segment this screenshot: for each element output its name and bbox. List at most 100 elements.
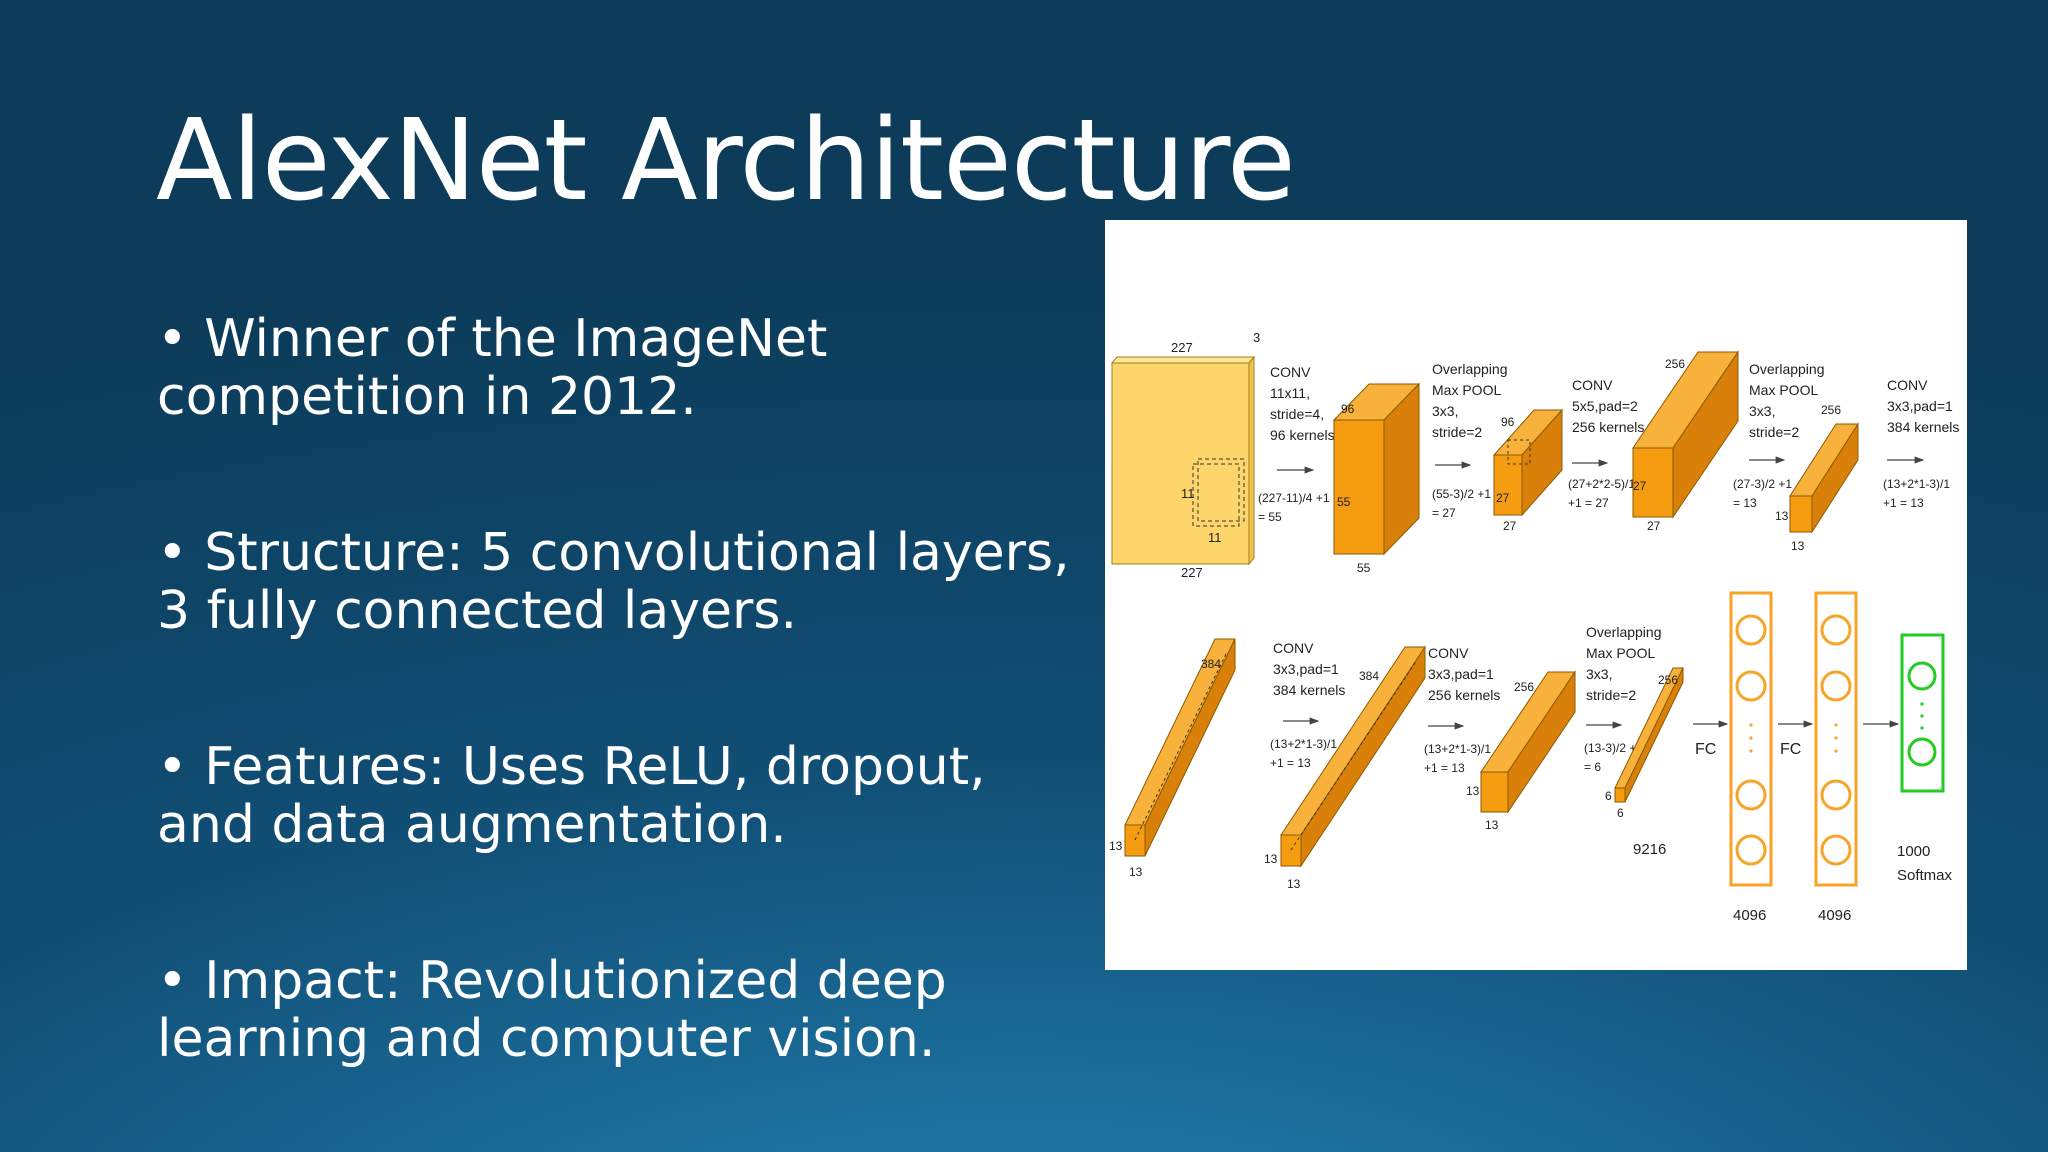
conv3-output-volume: 384 13 13 [1109, 638, 1236, 879]
dot-icon [1920, 714, 1924, 718]
neuron-icon [1735, 614, 1767, 646]
fc2-label: FC [1780, 741, 1801, 758]
alexnet-diagram: 227 3 227 11 11 CONV 11x11, stride=4, 96… [1105, 220, 1967, 970]
block6-kernel [1290, 659, 1418, 851]
neuron-icon [1907, 661, 1937, 691]
fc2-layer: 4096 [1814, 591, 1858, 924]
pool1-line-2: Max POOL [1432, 382, 1501, 398]
block4-front [1789, 495, 1813, 533]
conv4-formula-1: (13+2*1-3)/1 [1270, 737, 1337, 751]
block2-depth: 96 [1501, 415, 1515, 429]
conv4-line-2: 3x3,pad=1 [1273, 661, 1339, 677]
fc1-layer: 4096 [1729, 591, 1773, 924]
kernel-window-back [1197, 458, 1245, 522]
block7-width: 13 [1485, 818, 1499, 832]
input-volume-side [1248, 355, 1255, 566]
output-size: 1000 [1897, 843, 1930, 860]
input-volume: 227 3 227 11 11 [1110, 330, 1260, 580]
conv5-line-1: CONV [1428, 645, 1469, 661]
pool1-formula-1: (55-3)/2 +1 [1432, 487, 1491, 501]
bullet-structure: • Structure: 5 convolutional layers, 3 f… [157, 523, 1070, 641]
neuron-icon [1907, 737, 1937, 767]
step-pool1: Overlapping Max POOL 3x3, stride=2 (55-3… [1432, 361, 1508, 520]
block8-depth: 256 [1658, 673, 1678, 687]
block5-front [1124, 824, 1146, 857]
neuron-icon [1820, 614, 1852, 646]
pool3-line-4: stride=2 [1586, 687, 1636, 703]
step-conv1: CONV 11x11, stride=4, 96 kernels (227-11… [1258, 364, 1335, 524]
pool2-formula-1: (27-3)/2 +1 [1733, 477, 1792, 491]
conv4-output-volume: 384 13 13 [1264, 645, 1426, 891]
step-pool3: Overlapping Max POOL 3x3, stride=2 (13-3… [1584, 624, 1662, 774]
block4-width: 13 [1791, 539, 1805, 553]
input-volume-front [1111, 362, 1250, 565]
pool3-formula-2: = 6 [1584, 760, 1601, 774]
block5-height: 13 [1109, 839, 1123, 853]
conv1-line-3: stride=4, [1270, 406, 1324, 422]
pool2-formula-2: = 13 [1733, 496, 1757, 510]
step-conv3: CONV 3x3,pad=1 384 kernels (13+2*1-3)/1 … [1883, 377, 1959, 510]
fc2-box [1814, 591, 1858, 887]
conv3-formula-1: (13+2*1-3)/1 [1883, 477, 1950, 491]
conv3-formula-2: +1 = 13 [1883, 496, 1924, 510]
block2-width: 27 [1503, 519, 1517, 533]
fc2-size: 4096 [1818, 907, 1851, 924]
block1-depth: 96 [1341, 402, 1355, 416]
block8-height: 6 [1605, 789, 1612, 803]
input-depth-label: 3 [1253, 330, 1260, 345]
kernel-w-label: 11 [1208, 530, 1222, 545]
pool3-formula-1: (13-3)/2 +1 [1584, 741, 1643, 755]
neuron-icon [1820, 834, 1852, 866]
alexnet-diagram-svg: 227 3 227 11 11 CONV 11x11, stride=4, 96… [1109, 330, 1959, 924]
dot-icon [1834, 749, 1838, 753]
fc1-box [1729, 591, 1773, 887]
input-height-label: 227 [1181, 565, 1203, 580]
block7-front [1480, 771, 1509, 813]
pool3-line-2: Max POOL [1586, 645, 1655, 661]
conv3-line-2: 3x3,pad=1 [1887, 398, 1953, 414]
bullet-features: • Features: Uses ReLU, dropout, and data… [157, 737, 986, 855]
neuron-icon [1735, 834, 1767, 866]
dot-icon [1834, 723, 1838, 727]
block5-depth: 384 [1201, 657, 1221, 671]
pool2-line-3: 3x3, [1749, 403, 1775, 419]
step-pool2: Overlapping Max POOL 3x3, stride=2 (27-3… [1733, 361, 1825, 510]
block1-height: 55 [1337, 495, 1351, 509]
conv2-line-1: CONV [1572, 377, 1613, 393]
input-width-label: 227 [1171, 340, 1193, 355]
conv1-output-volume: 96 55 55 [1332, 382, 1421, 575]
fc1-size: 4096 [1733, 907, 1766, 924]
neuron-icon [1735, 670, 1767, 702]
step-conv4: CONV 3x3,pad=1 384 kernels (13+2*1-3)/1 … [1270, 640, 1345, 770]
block6-depth: 384 [1359, 669, 1379, 683]
block2-kernel [1507, 439, 1531, 465]
slide-title: AlexNet Architecture [156, 96, 1296, 226]
conv5-line-3: 256 kernels [1428, 687, 1500, 703]
conv1-line-1: CONV [1270, 364, 1311, 380]
conv1-line-4: 96 kernels [1270, 427, 1335, 443]
conv2-formula-2: +1 = 27 [1568, 496, 1609, 510]
dot-icon [1920, 702, 1924, 706]
softmax-box [1900, 633, 1945, 793]
dot-icon [1749, 736, 1753, 740]
neuron-icon [1820, 779, 1852, 811]
pool3-line-3: 3x3, [1586, 666, 1612, 682]
conv4-formula-2: +1 = 13 [1270, 756, 1311, 770]
conv1-formula-1: (227-11)/4 +1 [1258, 491, 1330, 505]
block8-front [1614, 787, 1626, 803]
neuron-icon [1820, 670, 1852, 702]
conv4-line-3: 384 kernels [1273, 682, 1345, 698]
fc1-label: FC [1695, 741, 1716, 758]
neuron-icon [1735, 779, 1767, 811]
block5-kernel [1134, 651, 1228, 841]
pool1-formula-2: = 27 [1432, 506, 1456, 520]
dot-icon [1749, 749, 1753, 753]
block8-width: 6 [1617, 806, 1624, 820]
pool1-line-3: 3x3, [1432, 403, 1458, 419]
step-conv5: CONV 3x3,pad=1 256 kernels (13+2*1-3)/1 … [1424, 645, 1500, 775]
block4-height: 13 [1775, 509, 1789, 523]
kernel-h-label: 11 [1181, 486, 1195, 501]
conv2-line-3: 256 kernels [1572, 419, 1644, 435]
conv2-output-volume: 256 27 27 [1632, 350, 1739, 533]
block6-height: 13 [1264, 852, 1278, 866]
